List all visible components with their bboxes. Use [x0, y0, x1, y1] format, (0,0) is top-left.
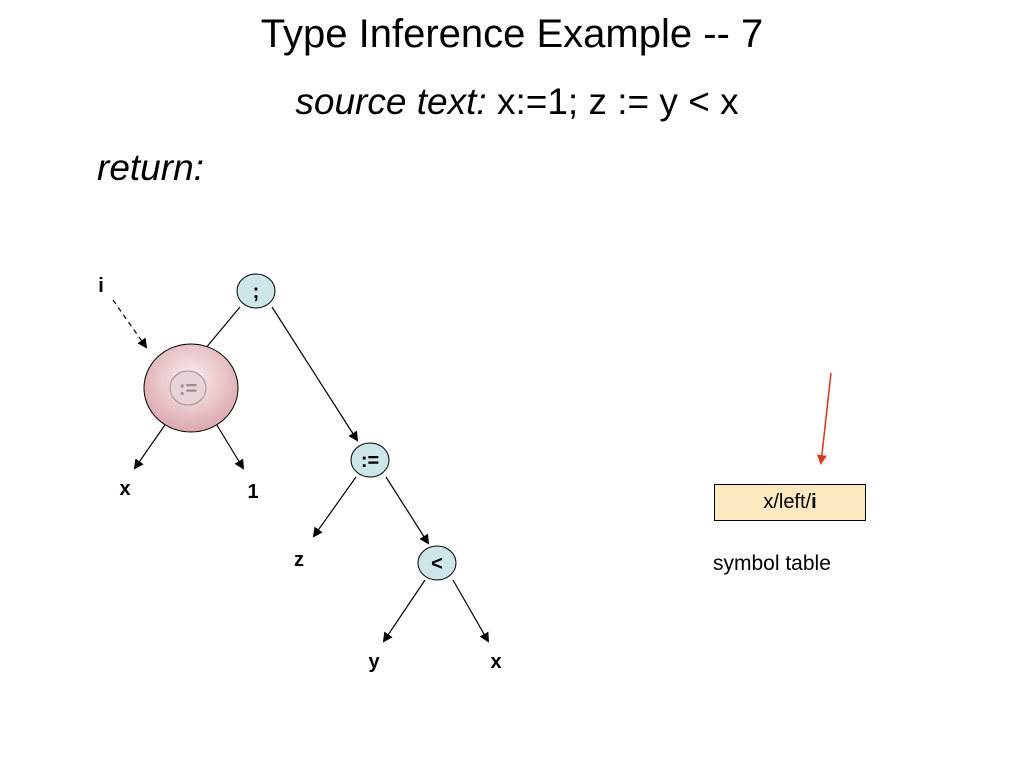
- edge-right-assign-to-less: [385, 476, 430, 545]
- incoming-type-label: i: [98, 275, 104, 297]
- less-than-node-label: <: [431, 553, 443, 575]
- edge-right-assign-to-z: [312, 476, 357, 538]
- edge-left-assign-to-x: [133, 421, 168, 470]
- source-text-line: source text: x:=1; z := y < x: [0, 78, 1024, 126]
- incoming-type-arrow: [112, 299, 148, 349]
- edge-left-assign-to-1: [214, 421, 245, 470]
- symbol-table-arrow: [816, 372, 832, 465]
- symbol-table-entry-prefix: x/left/: [763, 491, 812, 513]
- leaf-z: z: [294, 549, 304, 571]
- leaf-y: y: [368, 651, 380, 673]
- slide-title: Type Inference Example -- 7: [260, 12, 764, 56]
- edge-root-to-right-assign: [271, 306, 359, 442]
- left-assign-node: [169, 370, 207, 406]
- symbol-table-caption: symbol table: [713, 552, 831, 575]
- root-node: [236, 273, 276, 309]
- edge-less-to-y: [382, 579, 426, 643]
- symbol-table-entry: x/left/i: [714, 484, 866, 521]
- right-assign-node-label: :=: [361, 450, 379, 472]
- edge-less-to-x: [452, 579, 489, 643]
- return-label: return:: [97, 147, 204, 188]
- less-than-node: [417, 545, 457, 581]
- symbol-table-entry-type: i: [811, 491, 817, 513]
- leaf-x-right: x: [490, 651, 501, 673]
- leaf-x-left: x: [119, 478, 130, 500]
- left-assign-node-label: :=: [179, 378, 197, 400]
- root-node-label: ;: [253, 281, 260, 303]
- leaf-1: 1: [247, 481, 258, 503]
- source-text-label: source text:: [295, 81, 487, 122]
- right-assign-node: [350, 442, 390, 478]
- source-code: x:=1; z := y < x: [486, 81, 739, 122]
